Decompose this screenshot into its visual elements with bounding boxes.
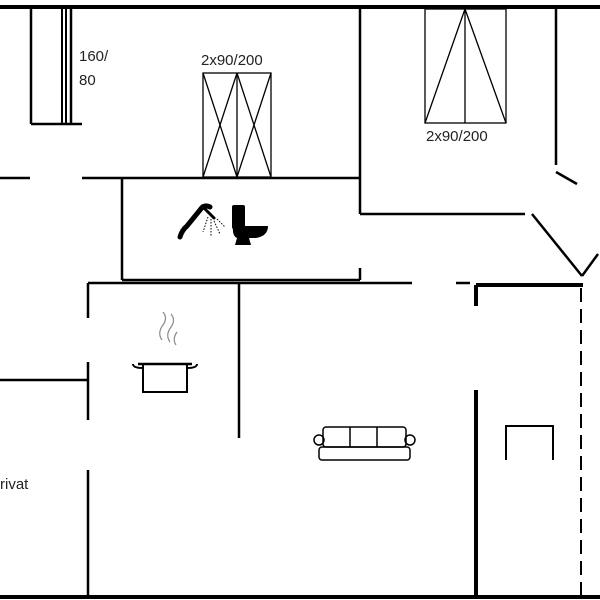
thick-walls — [474, 283, 583, 597]
interior-walls — [0, 9, 600, 597]
bed-2x90-left-label: 2x90/200 — [201, 52, 263, 69]
cooking-pot-icon — [132, 311, 198, 393]
wardrobe-double-line — [61, 9, 67, 124]
shower-icon — [177, 203, 226, 240]
bed-2x90-right-label: 2x90/200 — [426, 128, 488, 145]
bed-160-label-line2: 80 — [79, 72, 96, 89]
sofa-icon — [313, 426, 416, 461]
bed-2x90-right — [424, 8, 507, 124]
table-icon — [505, 425, 554, 460]
bed-2x90-left — [202, 72, 272, 178]
outer-walls — [0, 5, 600, 599]
privat-label: rivat — [0, 476, 29, 493]
toilet-icon — [232, 205, 268, 245]
bed-160-label-line1: 160/ — [79, 48, 109, 65]
